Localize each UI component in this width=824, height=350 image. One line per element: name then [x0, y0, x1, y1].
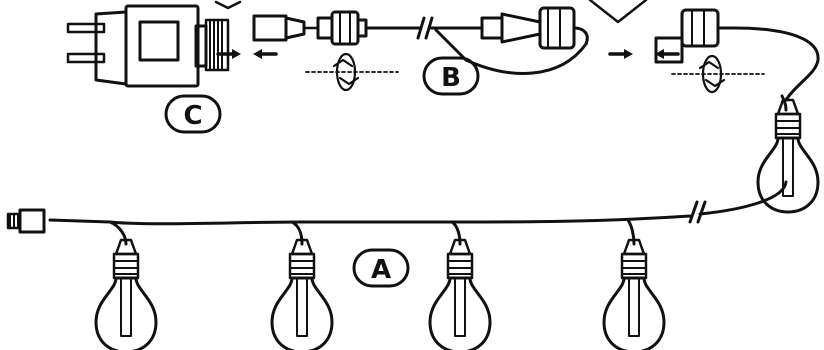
light-bulb	[428, 238, 492, 350]
connect-arrows-b-a	[608, 49, 680, 59]
label-b: B	[422, 56, 480, 96]
twist-lock-icon-left	[304, 52, 400, 92]
power-adapter	[66, 0, 242, 88]
string-a-nut	[680, 8, 720, 48]
string-a-wire-top	[732, 26, 820, 102]
string-a-end-cap	[18, 208, 46, 234]
arrow-right-icon	[624, 49, 633, 59]
extension-cable	[252, 0, 648, 75]
string-lights	[6, 8, 820, 246]
pointer-notch-right	[588, 0, 648, 24]
light-bulb	[270, 238, 334, 350]
cable-b-male-plug	[252, 14, 288, 42]
arrow-right-icon	[232, 49, 241, 59]
label-a: A	[352, 248, 410, 288]
adapter-neck	[194, 24, 208, 68]
twist-lock-icon-right	[670, 54, 766, 94]
plug-prong-top	[66, 22, 106, 34]
light-bulb-hanging	[756, 98, 820, 214]
arrow-left-icon	[655, 49, 664, 59]
light-bulb	[94, 238, 158, 350]
pointer-notch	[214, 0, 242, 10]
adapter-label-window	[138, 20, 180, 62]
label-b-text: B	[441, 63, 461, 93]
light-bulb	[602, 238, 666, 350]
adapter-body	[124, 4, 200, 88]
label-c-text: C	[183, 101, 202, 131]
cable-b-female-socket	[538, 6, 576, 50]
plug-prong-bottom	[66, 52, 106, 64]
label-c: C	[164, 94, 222, 134]
cable-break-mark	[416, 16, 426, 40]
cable-b-nut	[330, 10, 360, 46]
label-a-text: A	[371, 255, 391, 285]
connect-arrows-c-b	[216, 49, 278, 59]
adapter-thread	[204, 18, 230, 72]
arrow-left-icon	[253, 49, 262, 59]
string-a-input-plug	[654, 36, 684, 64]
string-break-mark	[688, 200, 699, 224]
string-a-main-cable	[48, 214, 692, 226]
